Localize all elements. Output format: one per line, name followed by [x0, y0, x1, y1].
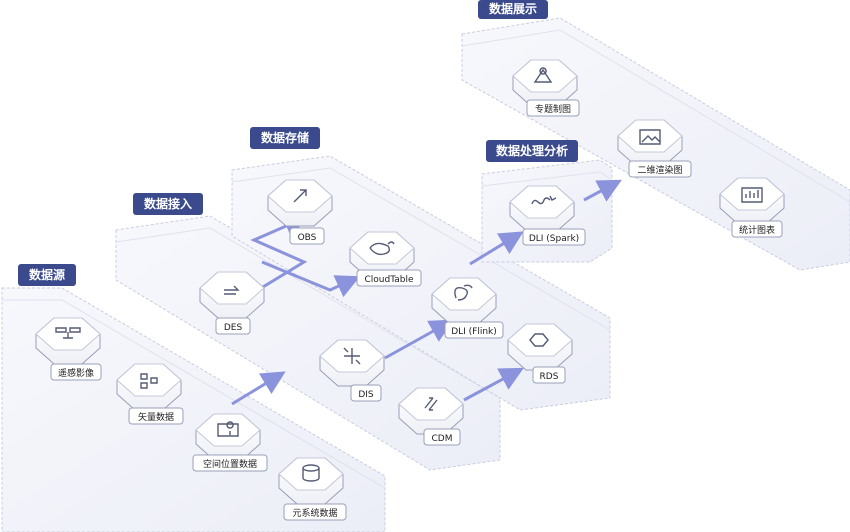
node-top — [349, 231, 415, 265]
bar-chart-icon — [741, 187, 763, 203]
service-node[interactable]: RDS — [507, 323, 573, 384]
node-label-box — [628, 160, 692, 178]
node-top — [617, 119, 683, 153]
service-node[interactable]: CloudTable — [349, 231, 422, 287]
service-node[interactable]: 二维渲染图 — [617, 119, 692, 178]
flow-arrows — [231, 179, 622, 406]
node-label: 统计图表 — [739, 224, 775, 236]
node-label-box — [731, 220, 783, 238]
spark-icon — [531, 195, 557, 205]
service-node[interactable]: 元系统数据 — [278, 457, 347, 521]
node-label-box — [192, 454, 268, 472]
node-label: 元系统数据 — [292, 507, 337, 519]
map-pin-icon — [533, 67, 553, 83]
arrow-des-to-cloudtable — [261, 260, 361, 298]
node-label-box — [50, 363, 102, 381]
node-label: 二维渲染图 — [637, 164, 682, 176]
node-label: 空间位置数据 — [203, 458, 257, 470]
node-label: DES — [224, 323, 243, 333]
layer-header-source: 数据源 — [18, 264, 76, 286]
node-label: 专题制图 — [535, 103, 571, 115]
node-top — [398, 387, 464, 421]
node-top — [278, 457, 344, 491]
node-top — [507, 323, 573, 357]
service-node[interactable]: DES — [199, 271, 265, 335]
node-top — [116, 363, 182, 397]
service-node[interactable]: 统计图表 — [719, 177, 785, 238]
node-label: 矢量数据 — [138, 411, 174, 423]
layer-title-storage: 数据存储 — [261, 130, 309, 145]
node-top — [195, 413, 261, 447]
transfer-arrow-icon — [224, 285, 240, 295]
layer-header-process: 数据处理分析 — [486, 140, 578, 162]
hexagon-cluster-icon — [529, 333, 549, 347]
service-node[interactable]: DLI (Spark) — [509, 185, 586, 246]
node-label: CDM — [432, 434, 453, 444]
image-icon — [639, 129, 661, 145]
node-top — [199, 271, 265, 305]
arrow-spark-to-display — [583, 179, 622, 202]
layer-header-ingest: 数据接入 — [133, 193, 203, 215]
squirrel-icon — [454, 284, 473, 301]
node-label-box — [522, 228, 586, 246]
node-label-box — [356, 269, 422, 287]
service-node[interactable]: DIS — [319, 339, 385, 402]
node-label-box — [526, 99, 580, 117]
node-label-box — [532, 366, 566, 384]
arrow-source-to-ingest — [231, 371, 286, 406]
node-top — [719, 177, 785, 211]
node-label-box — [350, 384, 382, 402]
database-icon — [302, 464, 320, 482]
location-pin-icon — [217, 421, 239, 437]
arrow-cdm-to-rds — [463, 367, 524, 402]
upload-arrow-icon — [293, 189, 307, 203]
layer-header-storage: 数据存储 — [250, 127, 320, 149]
node-label: CloudTable — [365, 275, 414, 285]
node-label-box — [423, 428, 461, 446]
node-top — [509, 185, 575, 219]
node-label: DLI (Flink) — [451, 327, 497, 337]
service-node[interactable]: 矢量数据 — [116, 363, 184, 425]
node-label-box — [283, 503, 347, 521]
node-top — [431, 277, 497, 311]
whale-icon — [369, 241, 395, 256]
vector-data-icon — [140, 373, 158, 389]
node-label: OBS — [298, 233, 317, 243]
arrow-dis-to-dli-flink — [384, 319, 454, 360]
service-node[interactable]: DLI (Flink) — [431, 277, 504, 339]
service-node[interactable]: 空间位置数据 — [192, 413, 268, 472]
node-label-box — [128, 407, 184, 425]
sync-arrows-icon — [424, 397, 438, 411]
node-label: DLI (Spark) — [529, 234, 579, 244]
layer-title-display: 数据展示 — [489, 1, 537, 16]
service-node[interactable]: CDM — [398, 387, 464, 446]
layer-title-ingest: 数据接入 — [144, 196, 192, 211]
arrow-des-to-storage — [250, 214, 309, 292]
arrow-flink-to-spark — [469, 231, 524, 266]
service-node[interactable]: 专题制图 — [512, 59, 580, 117]
node-label-box — [289, 227, 325, 245]
cross-arrows-icon — [343, 347, 361, 365]
layer-title-source: 数据源 — [29, 267, 65, 282]
node-top — [512, 59, 578, 93]
service-node[interactable]: 遥感影像 — [35, 317, 102, 381]
layer-header-display: 数据展示 — [478, 0, 548, 19]
node-label: 遥感影像 — [58, 367, 94, 379]
satellite-icon — [55, 327, 81, 339]
node-label: DIS — [358, 390, 374, 400]
layer-title-process: 数据处理分析 — [496, 143, 568, 158]
node-label: RDS — [540, 372, 559, 382]
node-label-box — [215, 317, 251, 335]
service-node[interactable]: OBS — [267, 179, 333, 245]
node-label-box — [444, 321, 504, 339]
